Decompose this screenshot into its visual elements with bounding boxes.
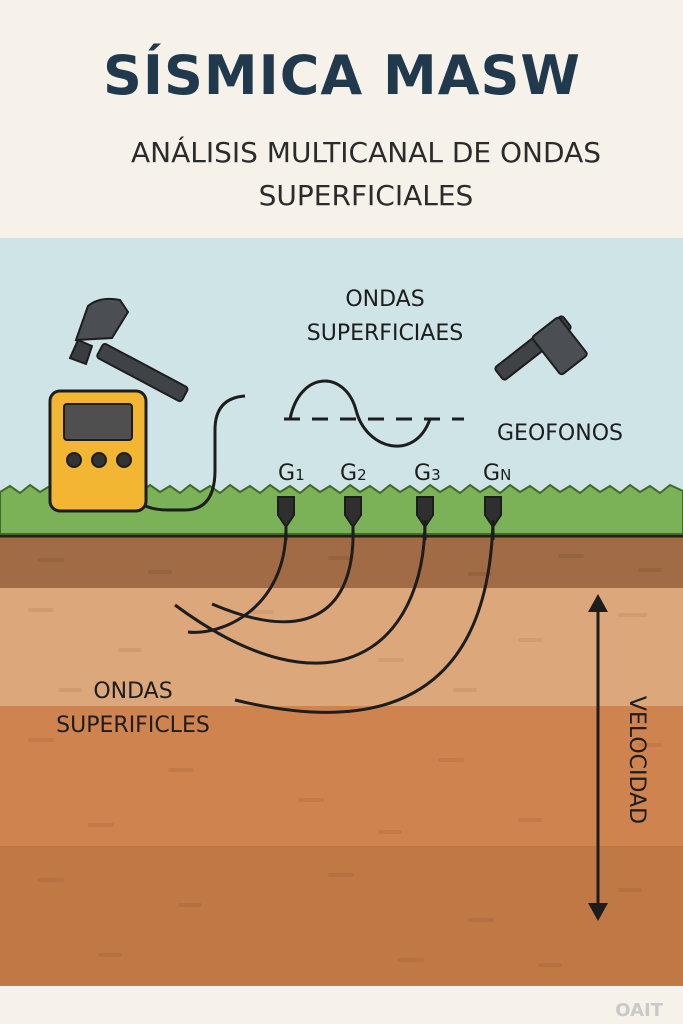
geophones-label: GEOFONOS bbox=[497, 421, 623, 446]
wave-arc-1 bbox=[187, 527, 288, 634]
wave-arc-2 bbox=[211, 527, 355, 624]
geophone-label-1: G1 bbox=[278, 461, 305, 486]
watermark: OAIT bbox=[615, 1000, 663, 1021]
velocity-label: VELOCIDAD bbox=[624, 696, 649, 824]
surface-waves-label-line-1: ONDAS bbox=[345, 287, 424, 312]
soil-layer-light bbox=[0, 588, 683, 706]
hammer-icon-right bbox=[494, 315, 588, 381]
surface-waves-label-line-2: SUPERFICIAES bbox=[307, 321, 463, 346]
soil-layer-mid bbox=[0, 706, 683, 846]
velocity-arrow bbox=[588, 594, 608, 921]
subtitle-line-1: ANÁLISIS MULTICANAL DE ONDAS bbox=[131, 135, 601, 169]
subsurface-waves-label-line-1: ONDAS bbox=[93, 679, 172, 704]
geophone-label-2: G2 bbox=[340, 461, 367, 486]
soil-layer-deep bbox=[0, 846, 683, 986]
geophone-label-n: GN bbox=[483, 461, 511, 486]
header-background bbox=[0, 0, 683, 238]
hammer-icon-left bbox=[68, 297, 189, 403]
subtitle-line-2: SUPERFICIALES bbox=[259, 179, 474, 212]
seismograph-icon bbox=[48, 389, 148, 513]
page-title: SÍSMICA MASW bbox=[103, 44, 581, 107]
wave-arc-3 bbox=[174, 519, 427, 665]
subsurface-wave-arcs bbox=[174, 519, 495, 714]
surface-wave-icon bbox=[288, 379, 432, 448]
soil-layer-top bbox=[0, 536, 683, 588]
subsurface-waves-label-line-2: SUPERIFICLES bbox=[56, 713, 210, 738]
geophone-label-3: G3 bbox=[414, 461, 441, 486]
wave-arc-4 bbox=[234, 519, 495, 714]
footer-background bbox=[0, 986, 683, 1024]
soil-texture bbox=[28, 554, 662, 967]
